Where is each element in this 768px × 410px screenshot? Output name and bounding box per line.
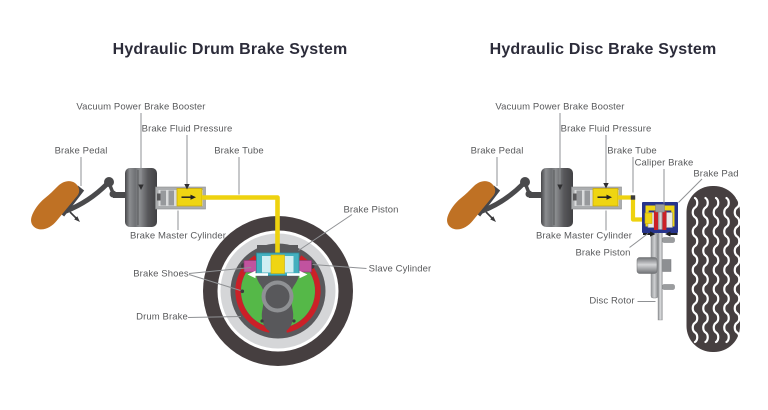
pad-clamp-arrow-right-icon (665, 231, 678, 237)
label-booster-right: Vacuum Power Brake Booster (495, 101, 625, 113)
label-pad: Brake Pad (693, 168, 739, 180)
leader-lines-right (496, 113, 703, 302)
actuation-unit-right (447, 168, 621, 229)
leader-lines-left (80, 113, 367, 318)
label-rotor: Disc Rotor (589, 295, 635, 307)
tube-joint (630, 195, 636, 200)
booster-push-rod (113, 192, 127, 198)
label-caliper: Caliper Brake (634, 157, 694, 169)
slave-piston-right (297, 260, 312, 273)
label-master-left: Brake Master Cylinder (129, 230, 227, 242)
label-pedal-left: Brake Pedal (54, 145, 108, 157)
actuation-unit-left (31, 168, 206, 230)
brake-tube-right (618, 195, 646, 222)
vacuum-booster (125, 168, 157, 227)
tire-side-view (686, 186, 741, 352)
fluid-flow-arrow-icon (181, 194, 196, 200)
label-tube-left: Brake Tube (214, 145, 264, 157)
label-piston-right: Brake Piston (575, 247, 631, 259)
label-fluid-right: Brake Fluid Pressure (560, 123, 652, 135)
shoe-expand-arrow-right-icon (287, 270, 308, 279)
label-slave: Slave Cylinder (368, 263, 432, 275)
caliper (642, 202, 678, 237)
axle (636, 257, 658, 274)
shoe-expand-arrow-left-icon (247, 270, 268, 279)
master-cylinder (155, 186, 206, 210)
disc-brake-system (618, 186, 741, 352)
caliper-piston-right (666, 212, 673, 228)
leader-arrowheads (138, 183, 609, 190)
drum-system-title: Hydraulic Drum Brake System (112, 41, 348, 58)
label-drum: Drum Brake (136, 311, 188, 323)
label-tube-right: Brake Tube (607, 145, 657, 157)
label-piston-left: Brake Piston (343, 204, 399, 216)
hub-assembly (636, 232, 675, 299)
label-booster-left: Vacuum Power Brake Booster (76, 101, 206, 113)
brake-pedal-assembly (31, 177, 127, 230)
cylinder-fluid (270, 254, 285, 274)
label-master-right: Brake Master Cylinder (535, 230, 633, 242)
brake-pad-right (662, 211, 667, 230)
shoes-leader-dot (240, 289, 245, 294)
slave-wheel-cylinder (241, 252, 315, 279)
label-fluid-left: Brake Fluid Pressure (141, 123, 233, 135)
label-shoes: Brake Shoes (133, 268, 189, 280)
label-pedal-right: Brake Pedal (470, 145, 524, 157)
brake-tube-left (202, 195, 280, 255)
pedal-press-arrow-icon (69, 211, 80, 222)
tube-port (644, 212, 653, 224)
slave-piston-left (243, 260, 259, 273)
driver-foot (31, 181, 80, 230)
disc-system-title: Hydraulic Disc Brake System (489, 41, 717, 58)
wheel-stud-top (662, 237, 675, 243)
wheel-stud-bottom (662, 284, 675, 290)
brake-pad-left (654, 211, 658, 230)
drum-brake-system (202, 195, 353, 366)
